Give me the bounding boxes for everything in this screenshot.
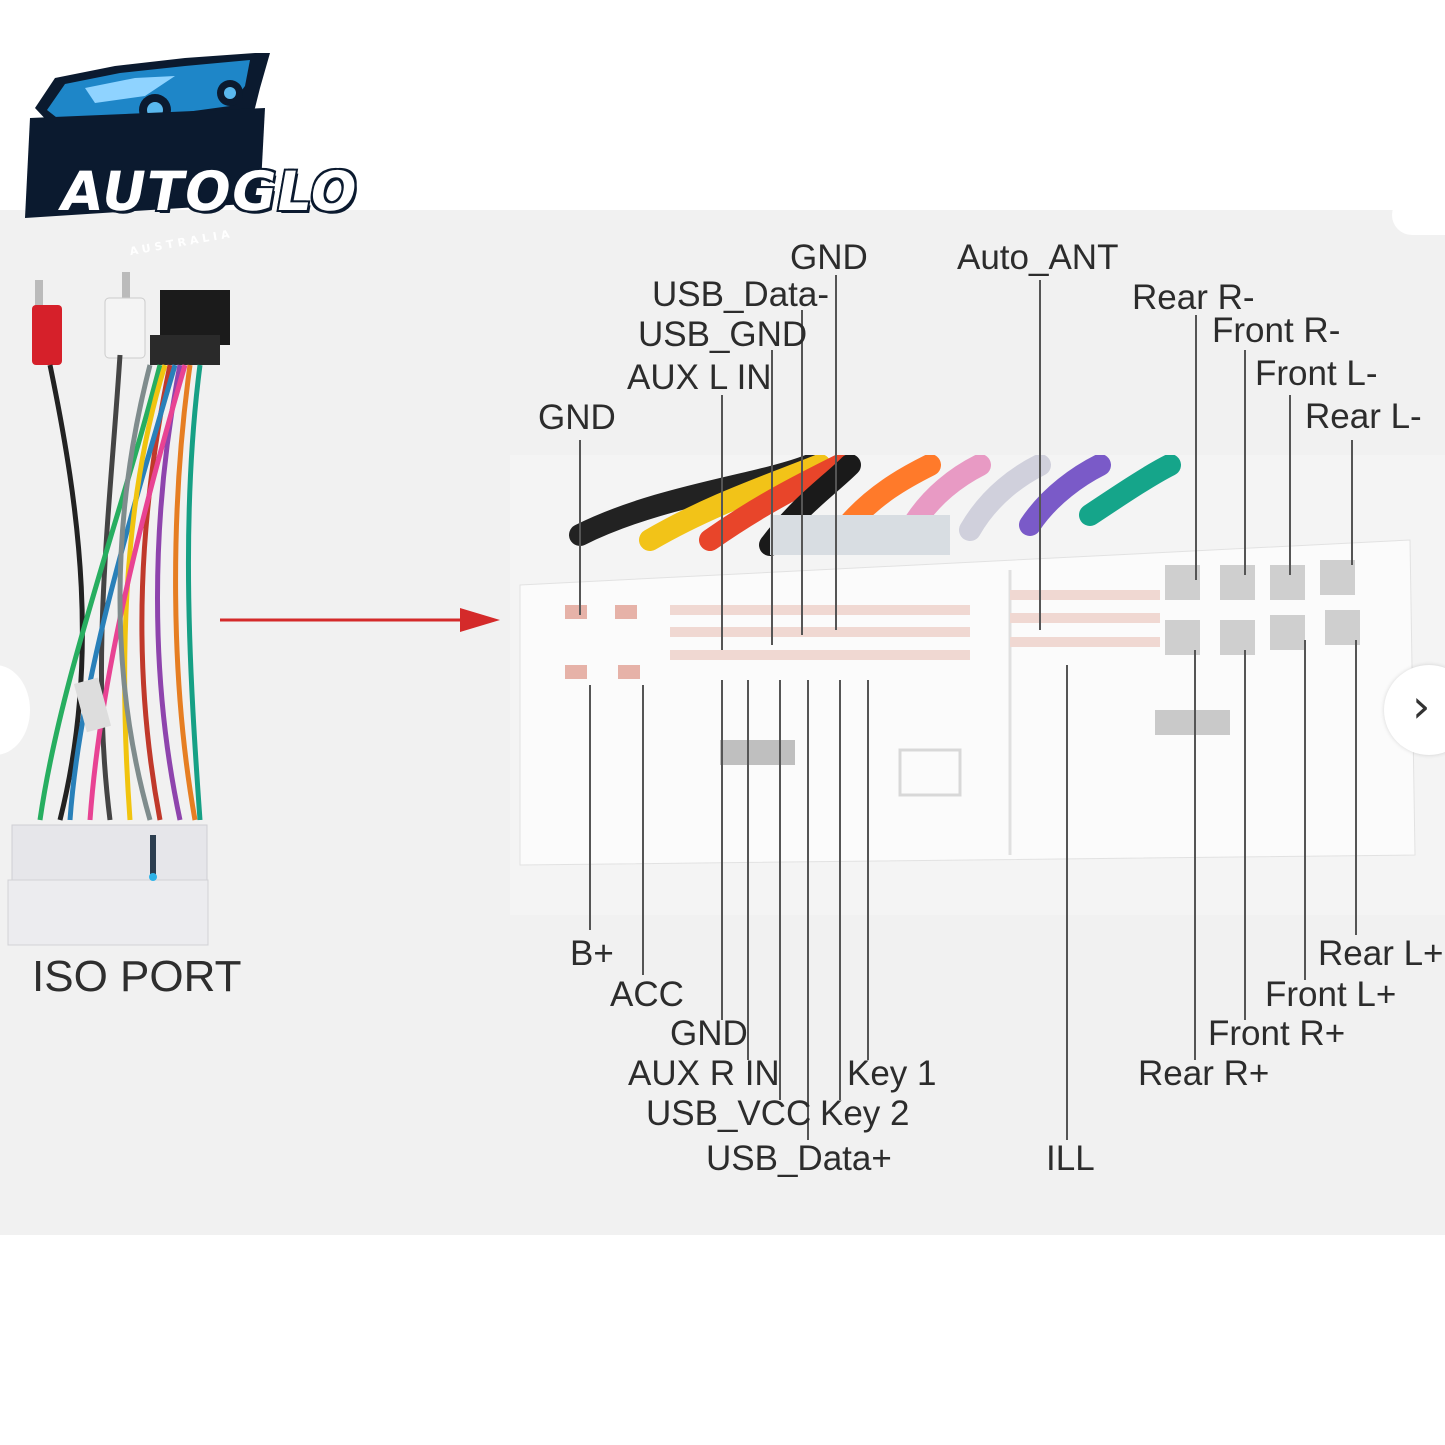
label-aux-l-in: AUX L IN [627, 358, 772, 397]
label-b-plus: B+ [570, 934, 614, 973]
label-front-l-plus: Front L+ [1265, 975, 1397, 1014]
iso-harness-image [7, 272, 230, 946]
label-key1: Key 1 [847, 1054, 937, 1093]
label-aux-r-in: AUX R IN [628, 1054, 780, 1093]
label-gnd-left: GND [538, 398, 616, 437]
label-key2: Key 2 [820, 1094, 910, 1133]
label-rear-r-plus: Rear R+ [1138, 1054, 1270, 1093]
label-front-r-minus: Front R- [1212, 311, 1341, 350]
label-usb-data-plus: USB_Data+ [706, 1139, 892, 1178]
car-logo-icon [25, 53, 270, 218]
label-rear-r-minus: Rear R- [1132, 278, 1255, 317]
label-auto-ant: Auto_ANT [957, 238, 1119, 277]
label-gnd-bottom: GND [670, 1014, 748, 1053]
arrow-icon [220, 608, 500, 632]
label-rear-l-plus: Rear L+ [1318, 934, 1444, 973]
label-usb-vcc: USB_VCC [646, 1094, 812, 1133]
panel-corner [1392, 195, 1445, 235]
label-front-r-plus: Front R+ [1208, 1014, 1346, 1053]
label-usb-data-minus: USB_Data- [652, 275, 830, 314]
label-rear-l-minus: Rear L- [1305, 397, 1422, 436]
label-usb-gnd: USB_GND [638, 315, 808, 354]
label-gnd-top: GND [790, 238, 868, 277]
label-front-l-minus: Front L- [1255, 354, 1378, 393]
iso-port-label: ISO PORT [32, 952, 242, 1001]
autoglo-logo: AUTOGLO AUSTRALIA [25, 48, 363, 258]
logo-brand: AUTOGLO [55, 160, 363, 223]
label-ill: ILL [1046, 1139, 1095, 1178]
label-acc: ACC [610, 975, 684, 1014]
chevron-right-icon: › [1412, 679, 1431, 733]
connector-image [510, 455, 1445, 915]
